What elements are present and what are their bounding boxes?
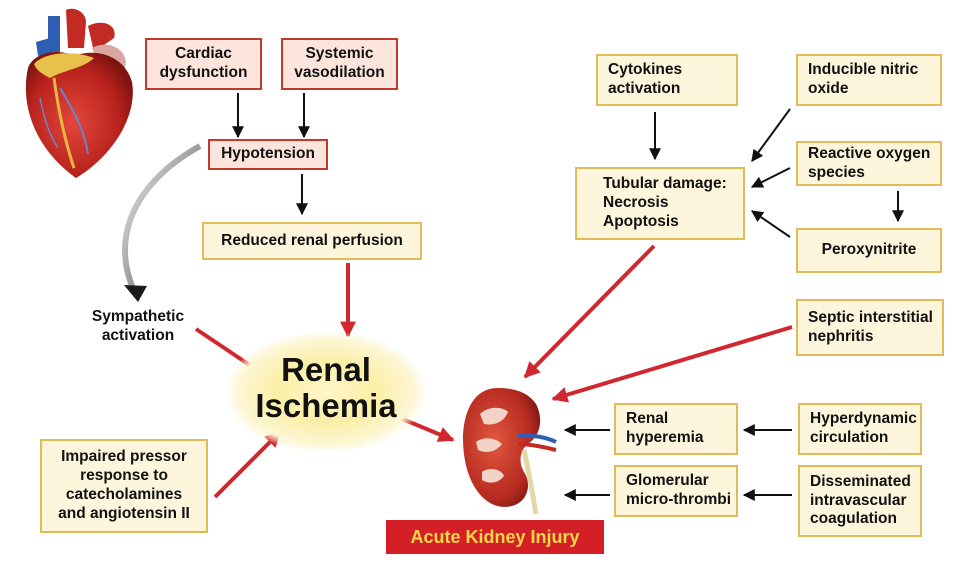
arrow-ros-to-tubular	[750, 167, 791, 188]
renal-ischemia-glow	[226, 332, 426, 452]
arrow-impaired-to-ischemia	[213, 430, 282, 499]
arrow-peroxynitrite-to-tubular	[751, 210, 791, 238]
hyperdynamic-circulation-box: Hyperdynamic circulation	[798, 403, 922, 455]
hypotension-box: Hypotension	[208, 139, 328, 170]
sympathetic-activation-label: Sympathetic activation	[91, 308, 185, 344]
heart-illustration	[25, 8, 133, 178]
kidney-illustration	[463, 388, 557, 515]
disseminated-intravascular-coagulation-box: Disseminated intravascular coagulation	[798, 465, 922, 537]
arrowhead-sympathetic	[124, 285, 147, 302]
arrow-heart-to-sympathetic	[122, 143, 202, 297]
arrow-nephritis-to-kidney	[551, 325, 793, 403]
reduced-renal-perfusion-box: Reduced renal perfusion	[202, 222, 422, 260]
cardiac-dysfunction-box: Cardiac dysfunction	[145, 38, 262, 90]
septic-interstitial-nephritis-box: Septic interstitial nephritis	[796, 299, 944, 356]
systemic-vasodilation-box: Systemic vasodilation	[281, 38, 398, 90]
cytokines-activation-box: Cytokines activation	[596, 54, 738, 106]
tubular-damage-box: Tubular damage: Necrosis Apoptosis	[575, 167, 745, 240]
arrow-nitric-oxide-to-tubular	[751, 108, 791, 162]
arrow-tubular-to-kidney	[523, 244, 656, 379]
peroxynitrite-box: Peroxynitrite	[796, 228, 942, 273]
reactive-oxygen-species-box: Reactive oxygen species	[796, 141, 942, 186]
acute-kidney-injury-banner: Acute Kidney Injury	[386, 520, 604, 554]
renal-ischemia-label: Renal Ischemia	[255, 351, 397, 424]
glomerular-micro-thrombi-box: Glomerular micro-thrombi	[614, 465, 738, 517]
inducible-nitric-oxide-box: Inducible nitric oxide	[796, 54, 942, 106]
impaired-pressor-response-box: Impaired pressor response to catecholami…	[40, 439, 208, 533]
renal-hyperemia-box: Renal hyperemia	[614, 403, 738, 455]
